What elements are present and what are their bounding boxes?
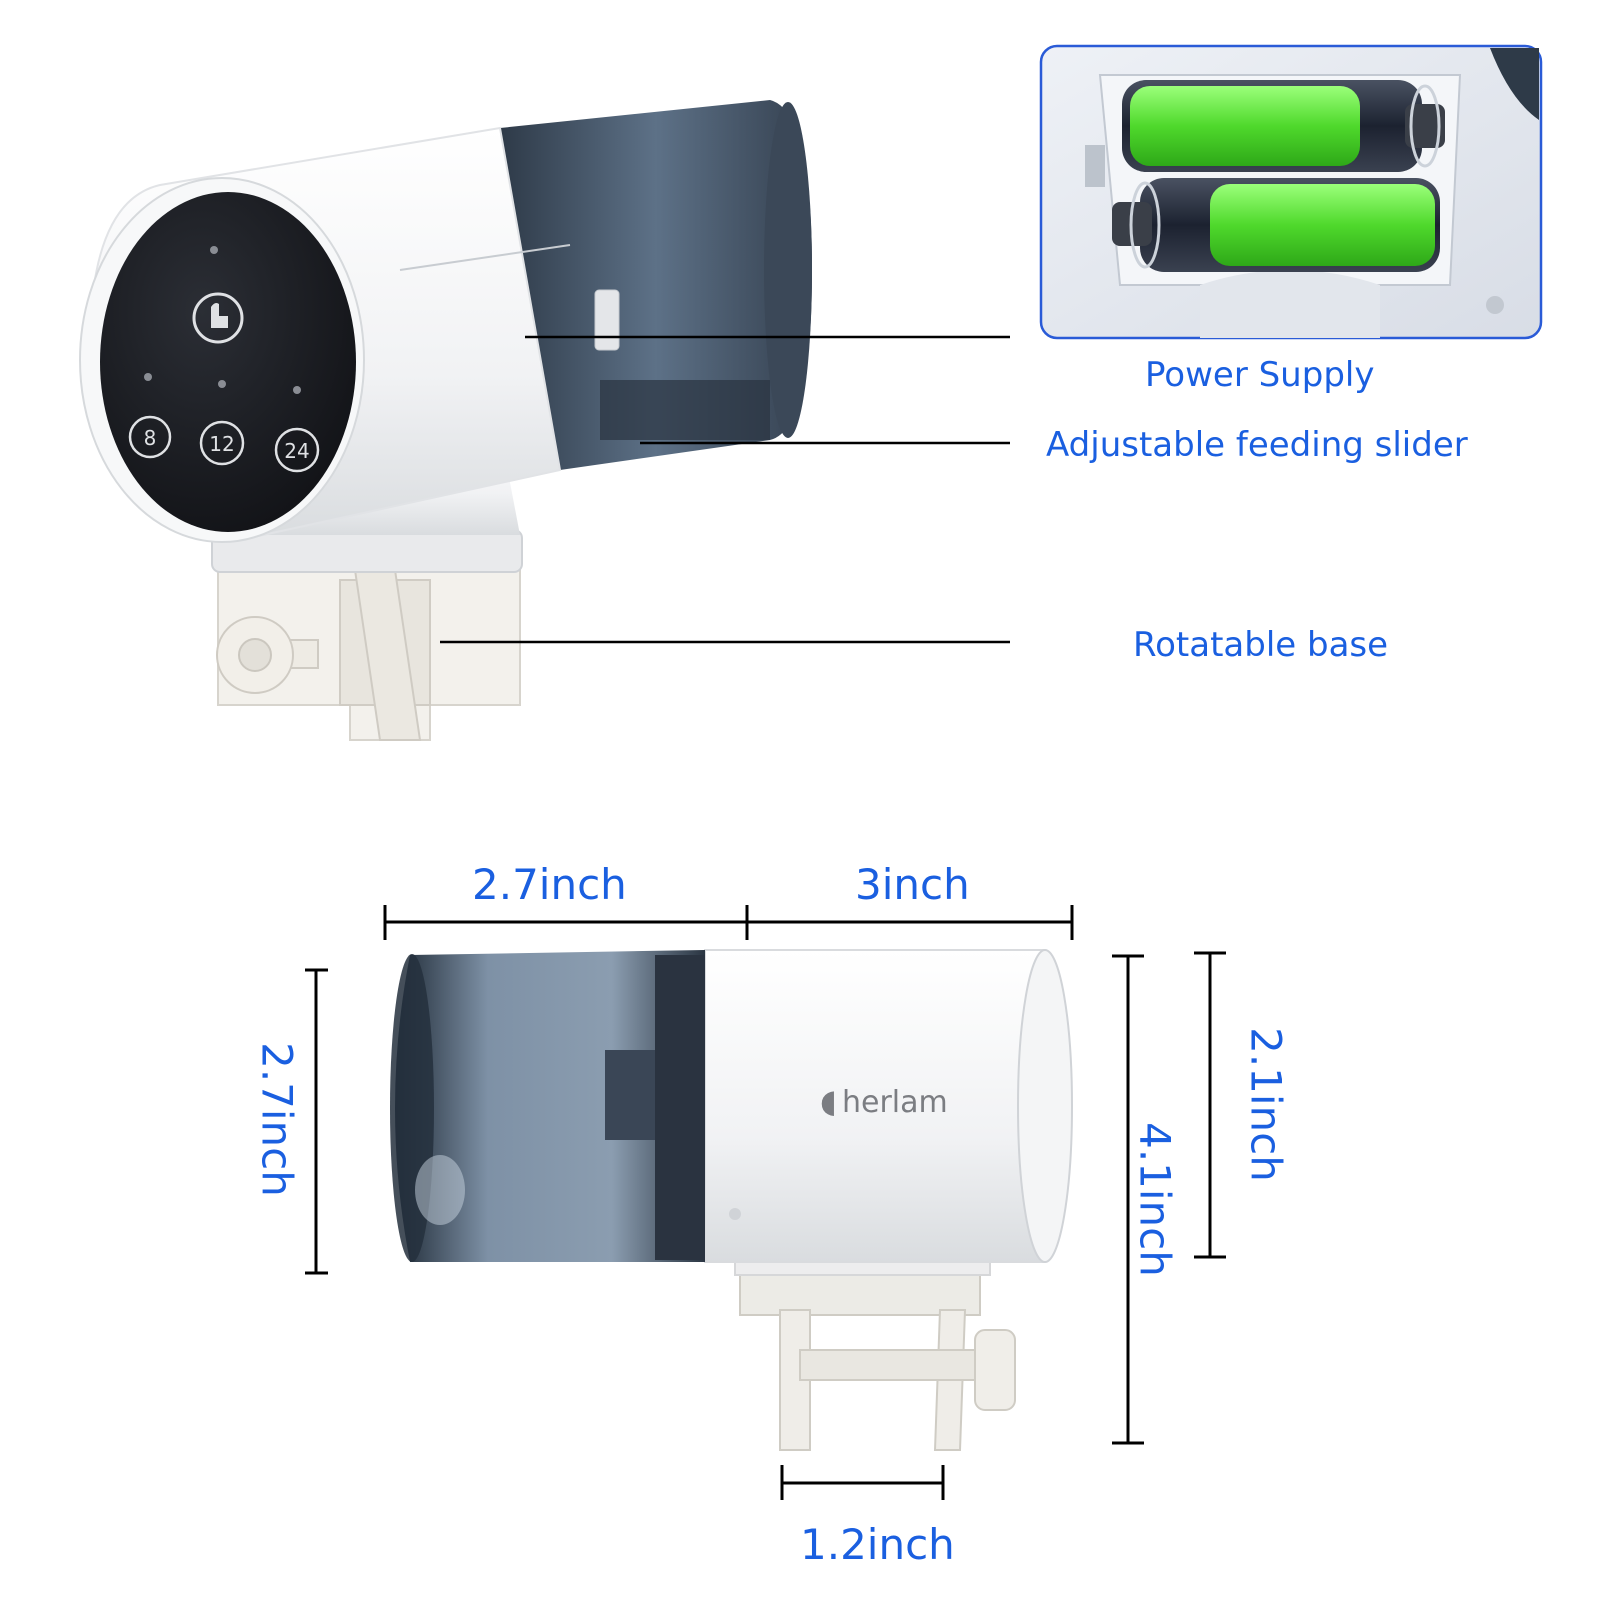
dim-body-width: 3inch [855, 860, 970, 909]
dim-hopper-width: 2.7inch [472, 860, 627, 909]
timer-label-12: 12 [209, 432, 234, 456]
battery-icon [1122, 80, 1445, 172]
callout-power-supply: Power Supply [1145, 355, 1375, 395]
bottom-feeder: ◖ herlam [390, 949, 1073, 1451]
callout-feeding-slider: Adjustable feeding slider [1046, 425, 1468, 465]
battery-icon [1112, 178, 1440, 272]
dim-body-height: 2.1inch [1241, 1027, 1291, 1182]
timer-button-24: 24 [274, 427, 320, 473]
battery-inset [1039, 44, 1543, 340]
dim-clamp-width: 1.2inch [800, 1520, 955, 1569]
timer-button-8: 8 [128, 415, 172, 459]
dim-total-height: 4.1inch [1130, 1122, 1180, 1277]
hand-icon [192, 292, 244, 344]
brand-logo-mark: ◖ [820, 1082, 837, 1120]
dimension-lines [305, 905, 1226, 1500]
top-feeder: 8 12 24 [79, 100, 812, 741]
brand-logo: herlam [842, 1085, 948, 1120]
timer-label-24: 24 [284, 439, 309, 463]
callout-rotatable-base: Rotatable base [1133, 625, 1389, 665]
dim-hopper-height: 2.7inch [252, 1042, 302, 1197]
timer-label-8: 8 [144, 426, 157, 450]
timer-button-12: 12 [199, 420, 245, 466]
